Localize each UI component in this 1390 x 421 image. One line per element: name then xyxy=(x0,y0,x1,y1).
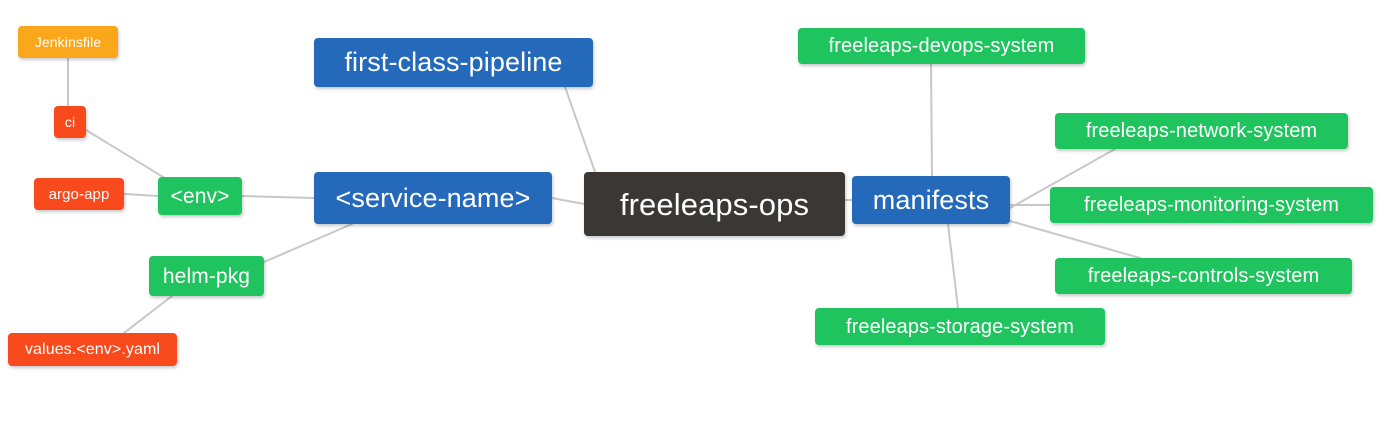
edge-helm-pkg-to-values-yaml xyxy=(123,295,173,334)
edge-env-to-argo-app xyxy=(123,193,159,197)
mindmap-node-ci[interactable]: ci xyxy=(54,106,86,138)
mindmap-node-network-system[interactable]: freeleaps-network-system xyxy=(1055,113,1348,149)
mindmap-node-monitoring-system[interactable]: freeleaps-monitoring-system xyxy=(1050,187,1373,223)
mindmap-node-jenkinsfile[interactable]: Jenkinsfile xyxy=(18,26,118,58)
mindmap-node-service-name[interactable]: <service-name> xyxy=(314,172,552,224)
mindmap-node-storage-system[interactable]: freeleaps-storage-system xyxy=(815,308,1105,345)
edge-service-name-to-env xyxy=(241,195,315,199)
mindmap-node-controls-system[interactable]: freeleaps-controls-system xyxy=(1055,258,1352,294)
edge-freeleaps-ops-to-service-name xyxy=(551,197,585,205)
mindmap-node-helm-pkg[interactable]: helm-pkg xyxy=(149,256,264,296)
mindmap-node-first-class-pipeline[interactable]: first-class-pipeline xyxy=(314,38,593,87)
edge-manifests-to-devops-system xyxy=(930,63,933,177)
mindmap-node-env[interactable]: <env> xyxy=(158,177,242,215)
mindmap-node-argo-app[interactable]: argo-app xyxy=(34,178,124,210)
mindmap-node-devops-system[interactable]: freeleaps-devops-system xyxy=(798,28,1085,64)
edge-service-name-to-helm-pkg xyxy=(263,223,353,263)
mindmap-node-freeleaps-ops[interactable]: freeleaps-ops xyxy=(584,172,845,236)
mindmap-node-manifests[interactable]: manifests xyxy=(852,176,1010,224)
edge-manifests-to-controls-system xyxy=(1009,220,1141,259)
edge-manifests-to-storage-system xyxy=(947,223,959,309)
mindmap-node-values-yaml[interactable]: values.<env>.yaml xyxy=(8,333,177,366)
edge-env-to-ci xyxy=(85,129,169,181)
